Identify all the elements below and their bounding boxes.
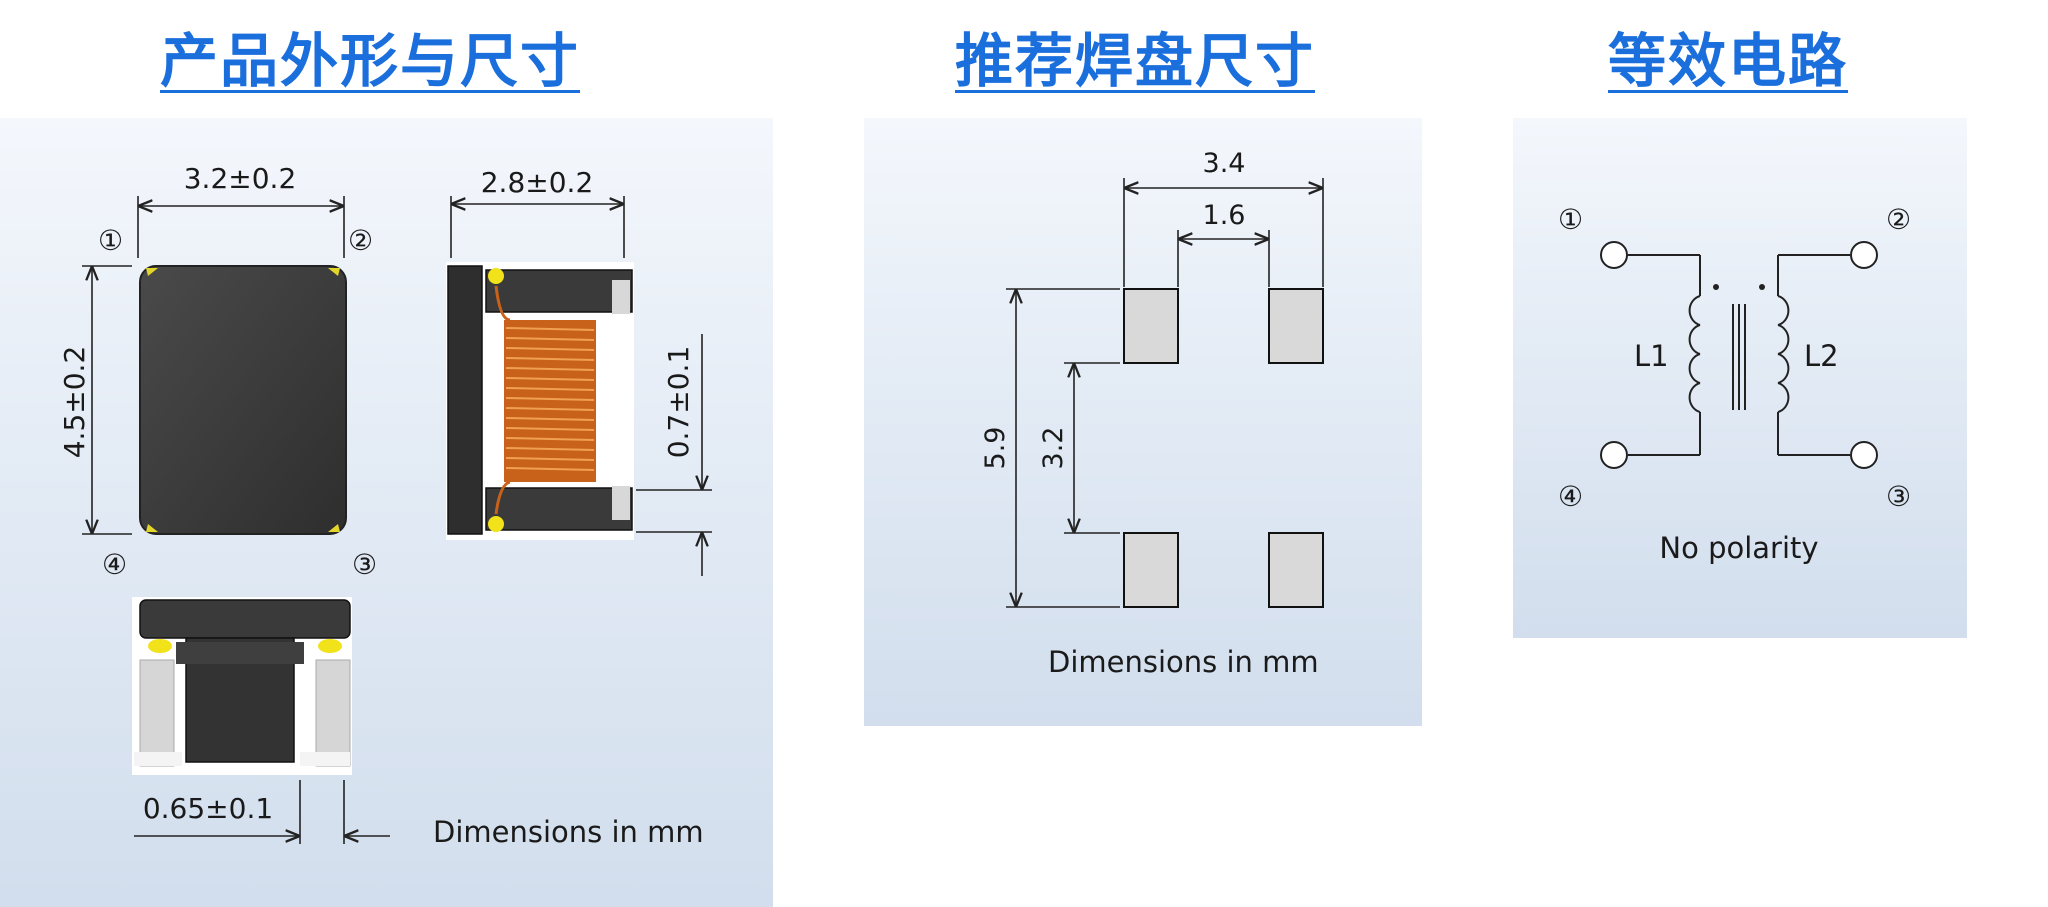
pin1-marker: ① xyxy=(98,224,123,257)
solder-pads xyxy=(1123,288,1324,608)
pad-2 xyxy=(1268,288,1324,364)
dim-depth-label: 2.8±0.2 xyxy=(481,166,594,199)
equivalent-circuit-panel: ① ② ④ ③ L1 L2 No polarity xyxy=(1513,118,1967,638)
pad-3 xyxy=(1268,532,1324,608)
appearance-heading: 产品外形与尺寸 xyxy=(160,27,581,95)
circuit-pin4-label: ④ xyxy=(1558,480,1583,513)
land-pattern-units-note: Dimensions in mm xyxy=(1048,645,1319,679)
circuit-pin3-label: ③ xyxy=(1886,480,1911,513)
appearance-drawing: 3.2±0.2 4.5±0.2 ① ② ④ ③ xyxy=(58,162,712,849)
dim-width: 3.2±0.2 xyxy=(137,162,345,258)
chip-bottom-view xyxy=(132,597,352,775)
magnetic-core xyxy=(1732,304,1746,410)
dim-width-label: 3.2±0.2 xyxy=(184,162,297,195)
terminal-4 xyxy=(1600,441,1628,469)
land-pattern-panel: 3.4 1.6 5.9 3.2 Dimensions in mm xyxy=(864,118,1422,726)
inductor-l1-label: L1 xyxy=(1634,339,1669,373)
terminal-3 xyxy=(1850,441,1878,469)
dim-inner-gap: 1.6 xyxy=(1177,200,1270,287)
terminal-1 xyxy=(1600,241,1628,269)
appearance-units-note: Dimensions in mm xyxy=(433,815,704,849)
chip-side-view xyxy=(446,262,634,540)
coil-winding xyxy=(505,327,595,471)
land-pattern-drawing: 3.4 1.6 5.9 3.2 Dimensions in mm xyxy=(980,148,1324,679)
dim-terminal-width: 0.65±0.1 xyxy=(134,780,390,844)
dim-inner-length: 3.2 xyxy=(1038,362,1120,534)
dim-outer-width: 3.4 xyxy=(1123,148,1324,287)
dim-outer-length-label: 5.9 xyxy=(980,427,1011,470)
dim-length-label: 4.5±0.2 xyxy=(58,346,91,459)
dim-terminal-width-label: 0.65±0.1 xyxy=(143,792,273,825)
inductor-l2 xyxy=(1777,295,1790,413)
dim-terminal-height: 0.7±0.1 xyxy=(636,334,712,576)
land-pattern-heading: 推荐焊盘尺寸 xyxy=(955,27,1316,95)
equivalent-circuit-diagram: ① ② ④ ③ L1 L2 No polarity xyxy=(1558,203,1911,565)
dim-outer-length: 5.9 xyxy=(980,288,1120,608)
circuit-wires xyxy=(1628,254,1850,456)
pin2-marker: ② xyxy=(348,224,373,257)
circuit-pin2-label: ② xyxy=(1886,203,1911,236)
inductor-l2-label: L2 xyxy=(1804,339,1839,373)
pin3-marker: ③ xyxy=(352,548,377,581)
polarity-dot-l2 xyxy=(1759,284,1765,290)
pad-4 xyxy=(1123,532,1179,608)
pad-1 xyxy=(1123,288,1179,364)
circuit-pin1-label: ① xyxy=(1558,203,1583,236)
dim-inner-gap-label: 1.6 xyxy=(1203,200,1246,231)
dim-depth: 2.8±0.2 xyxy=(450,166,625,258)
chip-top-view xyxy=(139,265,347,535)
dim-outer-width-label: 3.4 xyxy=(1203,148,1246,179)
equivalent-circuit-heading: 等效电路 xyxy=(1608,27,1849,95)
dim-terminal-height-label: 0.7±0.1 xyxy=(662,346,695,459)
dim-inner-length-label: 3.2 xyxy=(1038,427,1069,470)
terminal-2 xyxy=(1850,241,1878,269)
appearance-panel: 3.2±0.2 4.5±0.2 ① ② ④ ③ xyxy=(0,118,773,907)
dim-length: 4.5±0.2 xyxy=(58,265,132,535)
inductor-l1 xyxy=(1688,295,1701,413)
polarity-note: No polarity xyxy=(1659,531,1818,565)
polarity-dot-l1 xyxy=(1713,284,1719,290)
pin4-marker: ④ xyxy=(102,548,127,581)
